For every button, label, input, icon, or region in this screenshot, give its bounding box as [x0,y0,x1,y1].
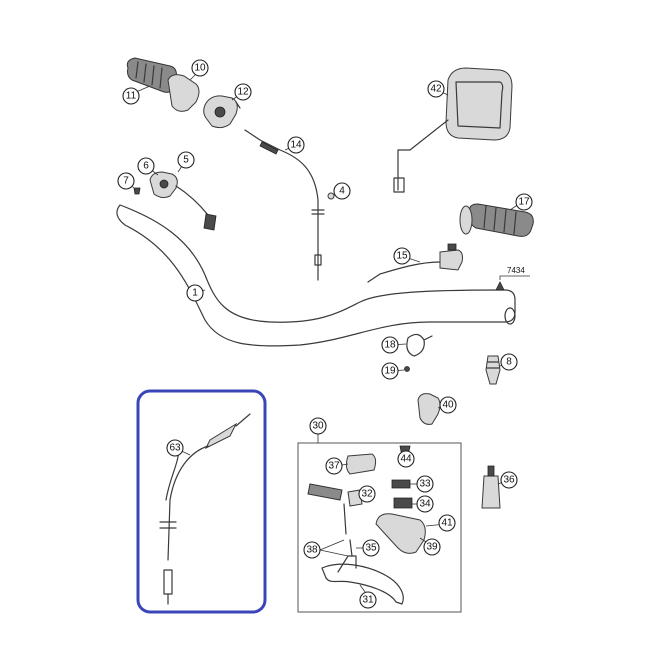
svg-text:31: 31 [362,595,374,606]
svg-text:44: 44 [400,454,412,465]
bar-end-marker [495,281,505,291]
callout-38: 38 [303,541,321,559]
svg-text:32: 32 [361,489,373,500]
callout-40: 40 [439,396,457,414]
callout-1: 1 [186,284,204,302]
svg-text:4: 4 [339,186,345,197]
svg-text:19: 19 [384,366,396,377]
callout-41: 41 [438,514,456,532]
bracket-40 [417,393,441,425]
svg-text:42: 42 [430,84,442,95]
callout-19: 19 [381,362,399,380]
ring-4 [327,192,335,200]
switch-15 [367,243,463,283]
svg-text:37: 37 [328,461,340,472]
svg-text:36: 36 [503,475,515,486]
callout-11: 11 [122,87,140,105]
svg-text:6: 6 [143,161,149,172]
callout-34: 34 [416,495,434,513]
svg-text:30: 30 [312,421,324,432]
throttle-cable [244,129,325,281]
callout-35: 35 [362,539,380,557]
svg-text:5: 5 [183,155,189,166]
callout-33: 33 [416,475,434,493]
svg-text:63: 63 [169,443,181,454]
callout-42: 42 [427,80,445,98]
svg-text:40: 40 [442,400,454,411]
callout-63: 63 [166,439,184,457]
svg-text:12: 12 [237,87,249,98]
handlebar-end [504,307,516,325]
svg-text:10: 10 [194,63,206,74]
screw-7 [133,187,141,195]
callout-15: 15 [393,247,411,265]
callout-12: 12 [234,83,252,101]
svg-text:8: 8 [506,357,512,368]
svg-text:7: 7 [123,176,129,187]
callout-32: 32 [358,485,376,503]
svg-text:35: 35 [365,543,377,554]
adjuster-8 [485,355,501,385]
callout-17: 17 [515,193,533,211]
callout-44: 44 [397,450,415,468]
svg-text:1: 1 [192,288,198,299]
clutch-assembly-box [297,442,462,613]
callout-8: 8 [500,353,518,371]
callout-37: 37 [325,457,343,475]
part-number-tag: 7434 [507,266,525,275]
handlebar [116,204,516,347]
svg-text:11: 11 [126,91,137,102]
callout-7: 7 [117,172,135,190]
callout-39: 39 [423,538,441,556]
callout-36: 36 [500,471,518,489]
left-grip [459,203,534,237]
callout-31: 31 [359,591,377,609]
clutch-assembly [307,445,426,605]
leader-lines [125,69,523,597]
callout-14: 14 [287,136,305,154]
callout-6: 6 [137,157,155,175]
svg-text:15: 15 [396,251,408,262]
svg-text:34: 34 [419,499,431,510]
svg-text:33: 33 [419,479,431,490]
throttle-housing [203,95,241,129]
callout-30: 30 [309,417,327,435]
callout-10: 10 [191,59,209,77]
callout-18: 18 [381,336,399,354]
highlight-frame [136,389,267,614]
svg-text:17: 17 [518,197,530,208]
cable-clamp [404,333,433,372]
callout-5: 5 [177,151,195,169]
callout-4: 4 [333,182,351,200]
grease-bottle [481,465,501,509]
svg-text:14: 14 [290,140,302,151]
svg-text:38: 38 [306,545,318,556]
svg-text:18: 18 [384,340,396,351]
switch-clamp [149,171,217,231]
svg-text:41: 41 [441,518,453,529]
svg-text:39: 39 [426,542,438,553]
mirror [393,67,513,193]
throttle-grip [126,57,200,112]
